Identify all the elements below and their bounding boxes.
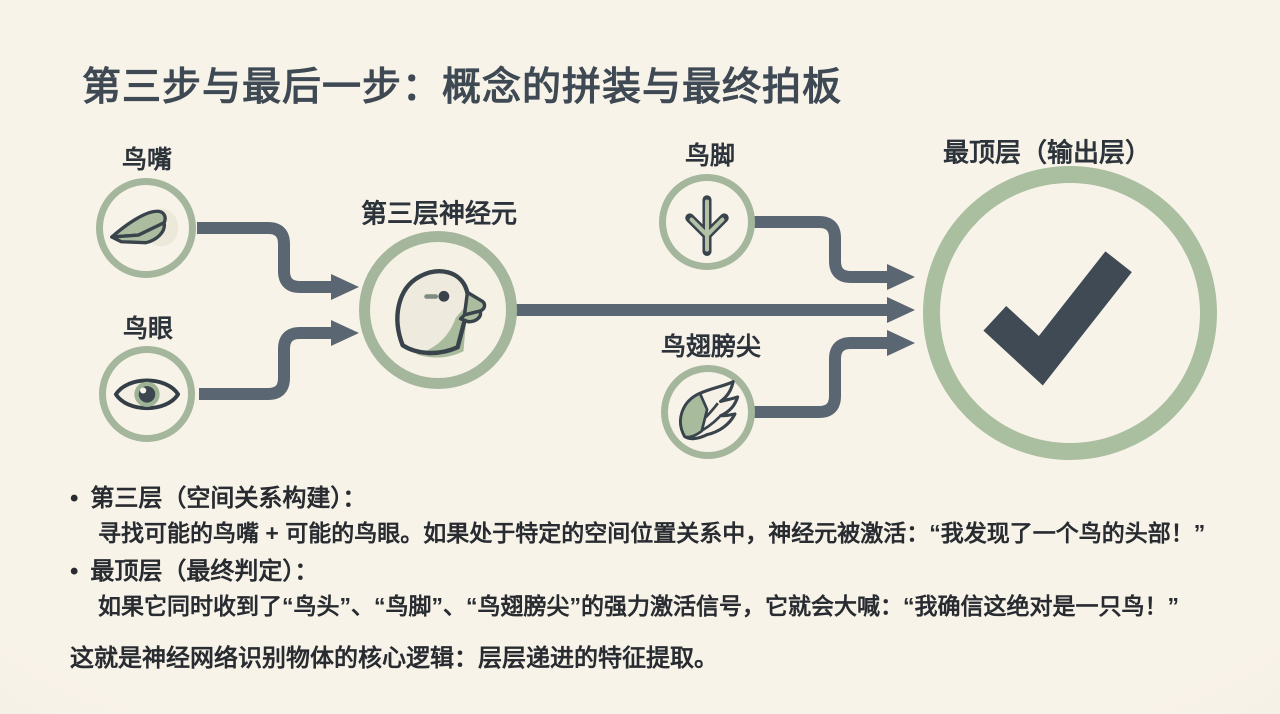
node-foot-label: 鸟脚 [684,142,736,170]
node-eye-circle [99,346,195,442]
footer-text: 这就是神经网络识别物体的核心逻辑：层层递进的特征提取。 [70,645,718,672]
node-beak-label: 鸟嘴 [121,146,173,174]
node-neuron-label: 第三层神经元 [360,198,518,229]
arrow-eye-to-neuron [199,320,359,400]
note-heading: 第三层（空间关系构建）： [70,482,1260,516]
bird-foot-icon [685,194,729,256]
arrow-beak-to-neuron [197,222,359,300]
node-eye-label: 鸟眼 [122,315,174,343]
bird-wing-icon [679,379,740,440]
arrow-foot-to-output [753,216,915,290]
node-wing-circle [661,365,755,459]
notes-list: 第三层（空间关系构建）： 寻找可能的鸟嘴 + 可能的鸟眼。如果处于特定的空间位置… [70,482,1260,623]
note-item: 第三层（空间关系构建）： 寻找可能的鸟嘴 + 可能的鸟眼。如果处于特定的空间位置… [70,482,1260,550]
node-output-label: 最顶层（输出层） [942,137,1152,168]
node-output-circle [923,166,1217,460]
bird-beak-icon [110,208,179,247]
note-body: 如果它同时收到了“鸟头”、“鸟脚”、“鸟翅膀尖”的强力激活信号，它就会大喊：“我… [98,593,1179,619]
note-item: 最顶层（最终判定）： 如果它同时收到了“鸟头”、“鸟脚”、“鸟翅膀尖”的强力激活… [70,555,1260,623]
bird-eye-icon [113,378,181,410]
arrow-wing-to-output [753,330,915,418]
note-heading: 最顶层（最终判定）： [70,555,1260,589]
page-title: 第三步与最后一步：概念的拼装与最终拍板 [82,66,843,109]
node-neuron-circle [359,231,517,389]
bird-head-icon [395,269,487,358]
node-beak-circle [96,178,196,278]
node-foot-circle [659,174,755,270]
note-body: 寻找可能的鸟嘴 + 可能的鸟眼。如果处于特定的空间位置关系中，神经元被激活：“我… [98,520,1206,546]
node-wing-label: 鸟翅膀尖 [660,333,762,361]
checkmark-icon [983,251,1132,386]
